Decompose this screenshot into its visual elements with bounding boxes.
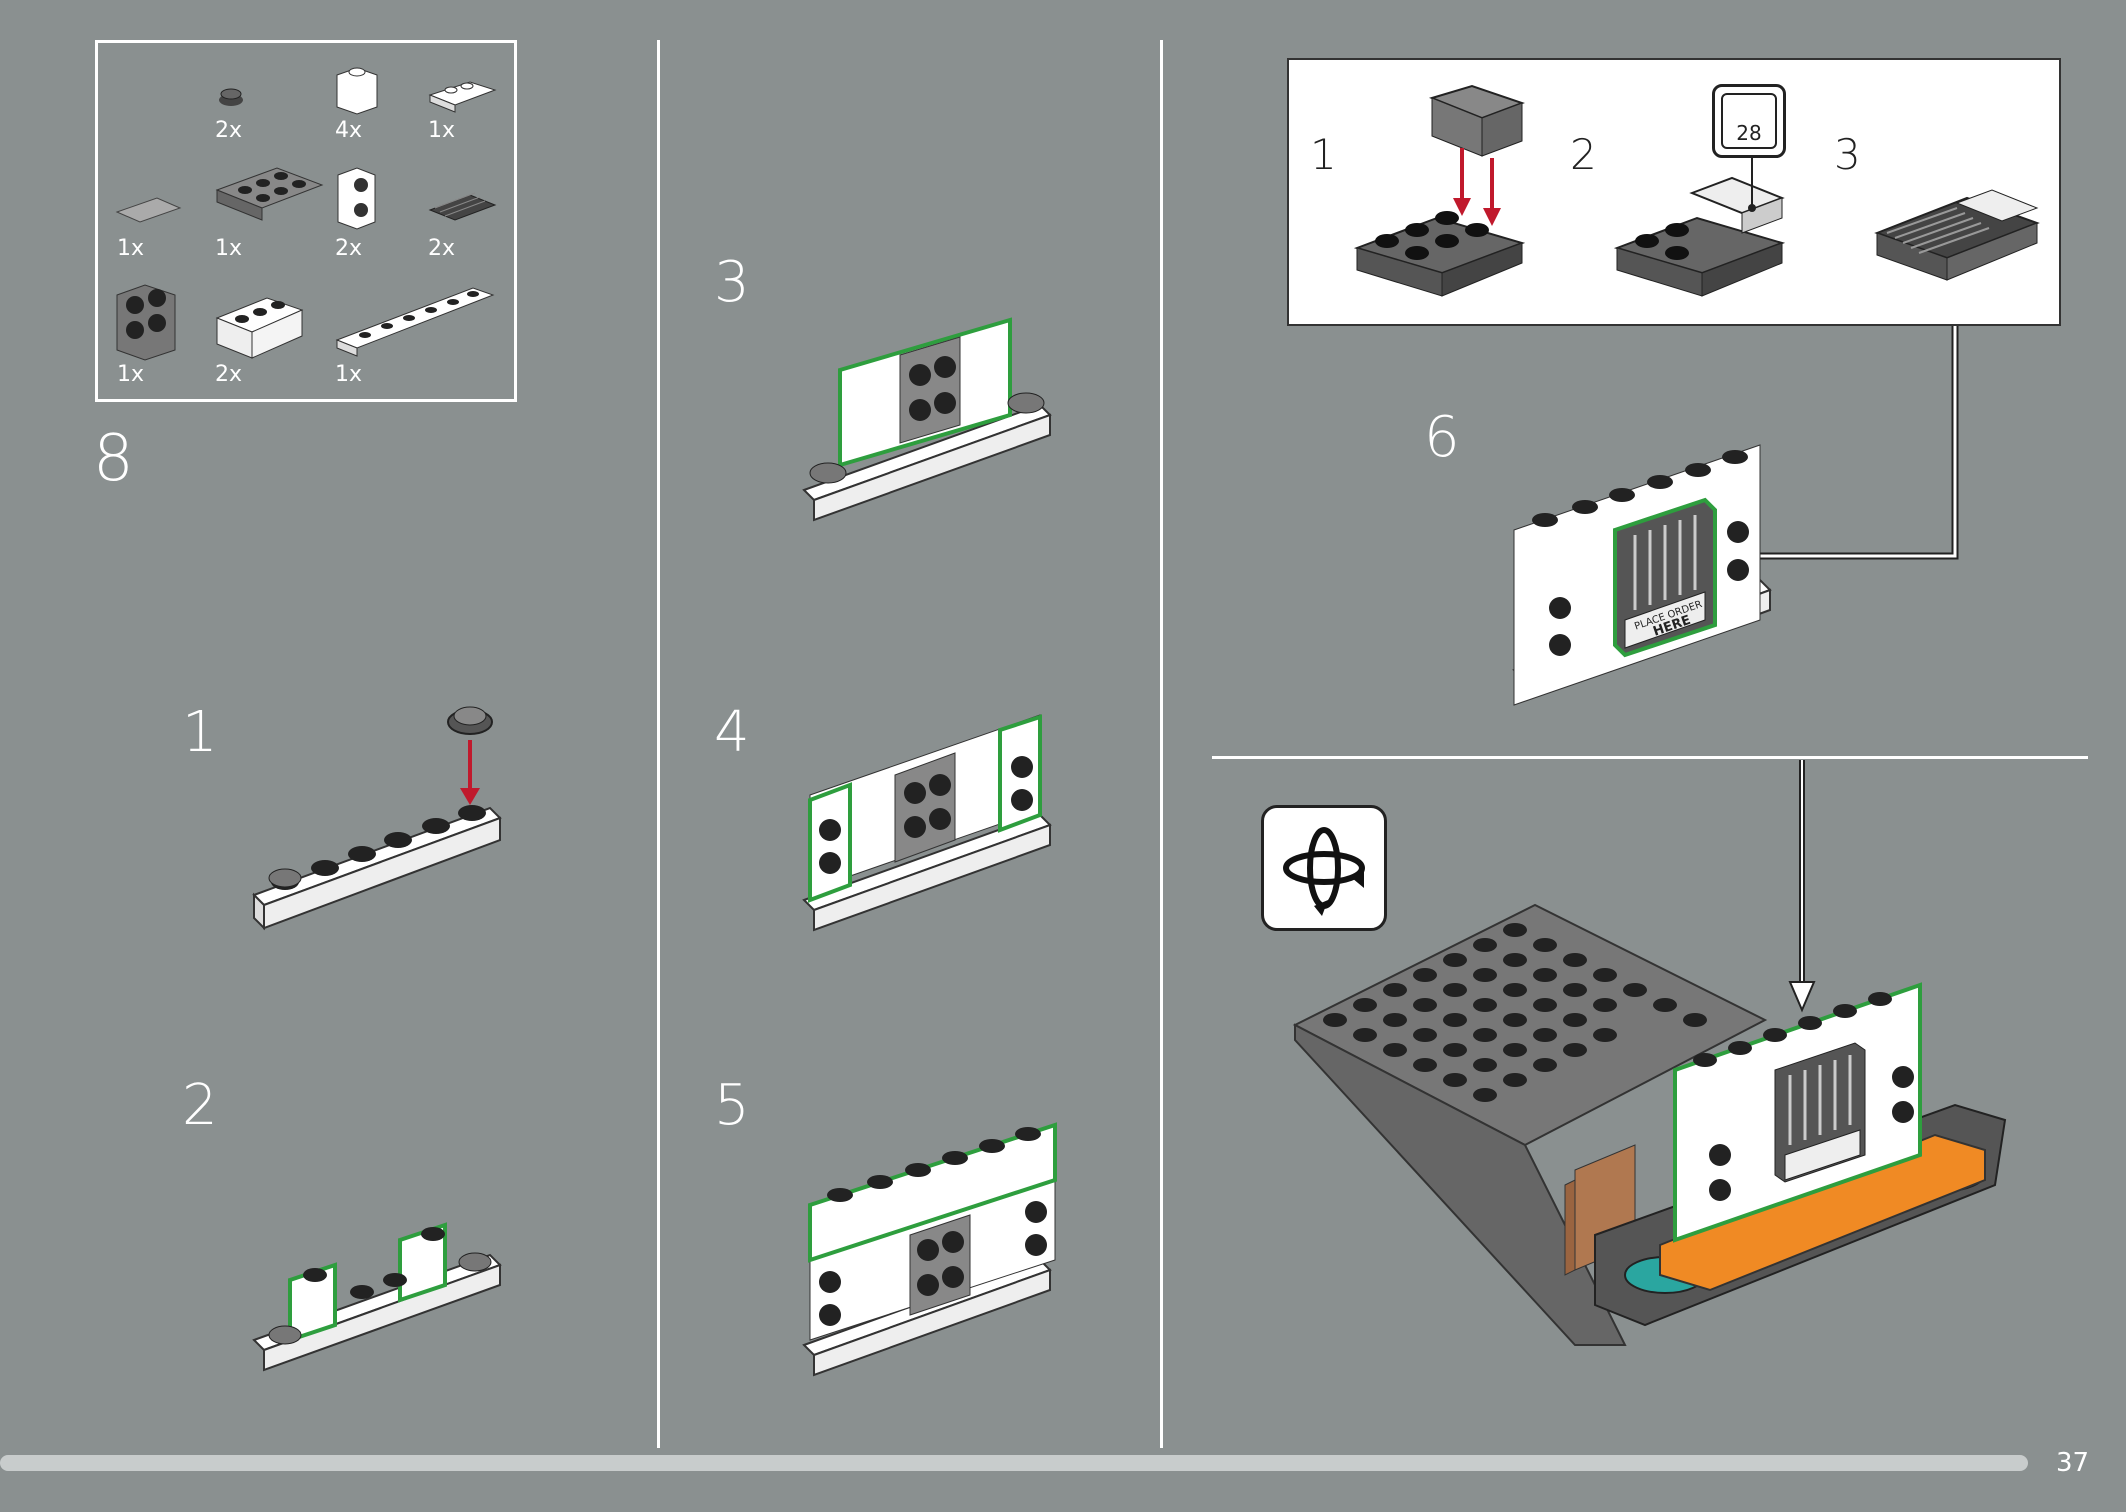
placement-arrow xyxy=(1788,760,1816,1013)
substep-number: 1 xyxy=(182,700,218,765)
substep-number: 3 xyxy=(714,250,750,315)
substep-3-illustration xyxy=(802,317,1052,522)
callout-step-number: 2 xyxy=(1570,130,1597,179)
substep-1-illustration xyxy=(252,706,502,931)
inventory-qty: 2x xyxy=(335,236,363,261)
substep-6-illustration xyxy=(1512,444,1772,706)
inventory-qty: 1x xyxy=(215,236,243,261)
substep-number: 4 xyxy=(714,700,750,765)
inventory-qty: 2x xyxy=(428,236,456,261)
substep-4-illustration xyxy=(802,714,1052,932)
inventory-qty: 1x xyxy=(117,362,145,387)
inventory-qty: 2x xyxy=(215,118,243,143)
divider-left xyxy=(657,40,660,1448)
page-number: 37 xyxy=(2056,1448,2090,1478)
divider-right xyxy=(1160,40,1163,1448)
substep-number: 2 xyxy=(182,1073,218,1138)
parts-inventory xyxy=(95,40,517,402)
rotate-model-icon xyxy=(1261,805,1387,931)
main-step-number: 8 xyxy=(93,422,134,496)
inventory-qty: 1x xyxy=(428,118,456,143)
substep-number: 5 xyxy=(714,1073,750,1138)
sticker-icon: 28 xyxy=(1712,84,1786,158)
final-assembly-illustration xyxy=(1292,903,2007,1346)
inventory-qty: 1x xyxy=(335,362,363,387)
page-progress-bar xyxy=(0,1455,2028,1471)
sticker-number: 28 xyxy=(1736,121,1762,145)
inventory-qty: 1x xyxy=(117,236,145,261)
inventory-parts-illustration xyxy=(115,67,497,361)
substep-number: 6 xyxy=(1424,405,1460,470)
callout-illustration xyxy=(1353,84,2040,297)
callout-step-number: 1 xyxy=(1310,130,1337,179)
inventory-qty: 4x xyxy=(335,118,363,143)
inventory-qty: 2x xyxy=(215,362,243,387)
substep-2-illustration xyxy=(252,1222,502,1372)
substep-5-illustration xyxy=(802,1122,1057,1377)
callout-step-number: 3 xyxy=(1834,130,1861,179)
divider-horizontal xyxy=(1212,756,2088,759)
